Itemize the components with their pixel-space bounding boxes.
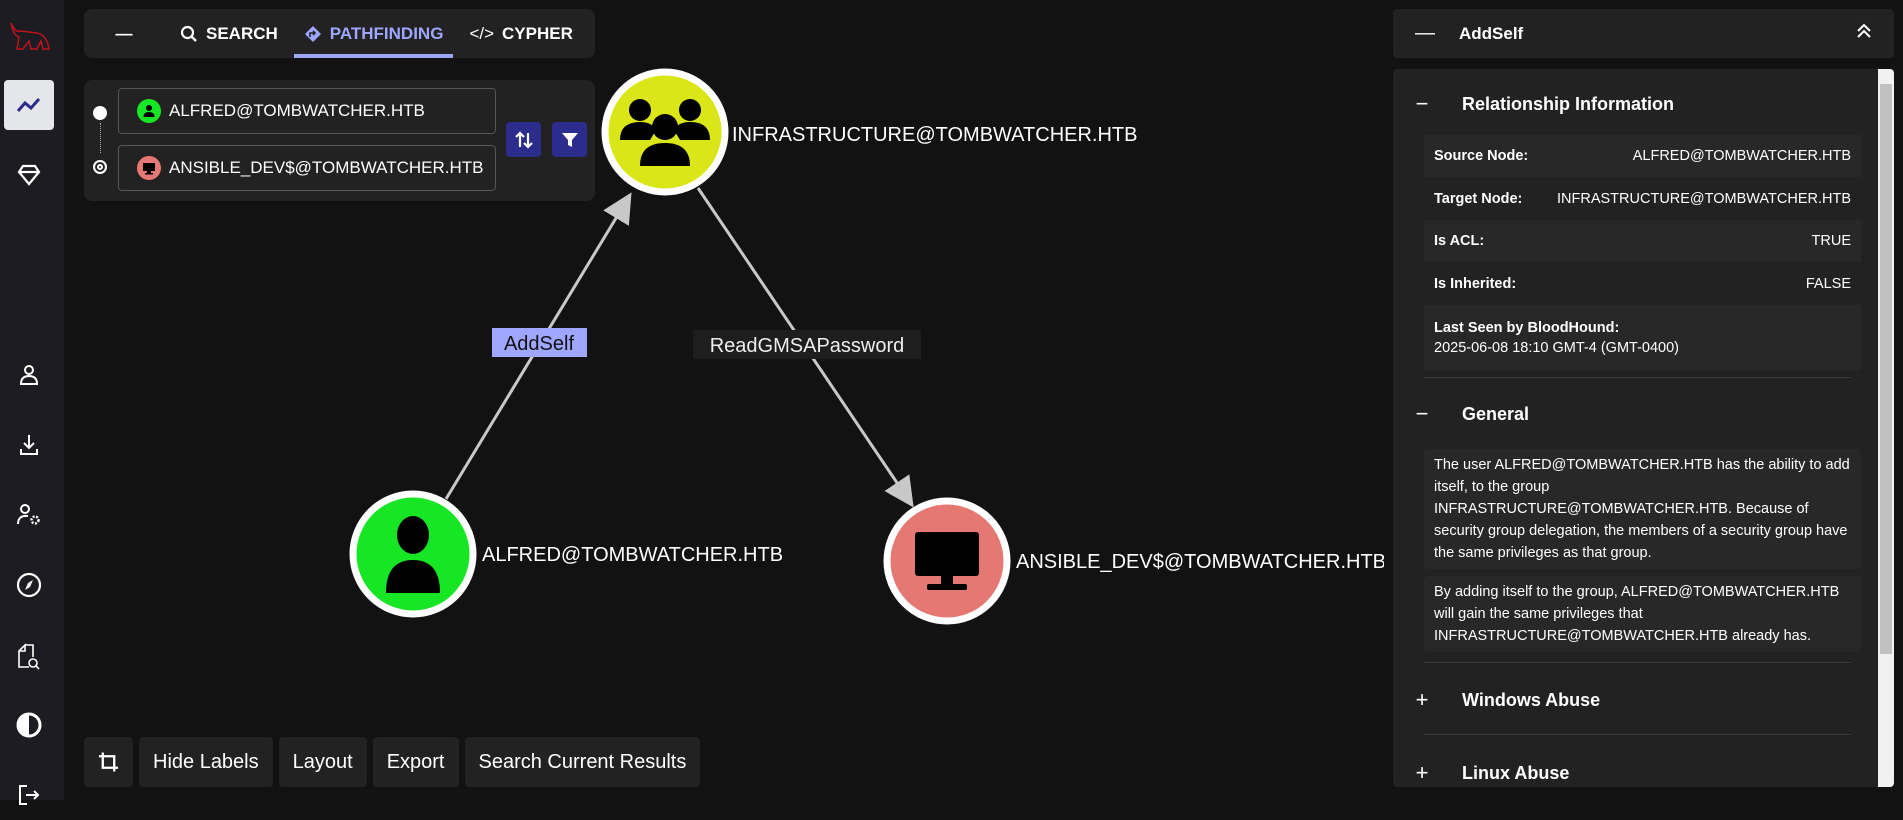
row-label: Last Seen by BloodHound:	[1434, 319, 1620, 336]
user-icon[interactable]	[4, 350, 54, 400]
computer-node-icon	[137, 156, 161, 180]
target-node-input[interactable]: ANSIBLE_DEV$@TOMBWATCHER.HTB	[118, 145, 496, 191]
section-relationship-information[interactable]: − Relationship Information	[1415, 91, 1674, 117]
compass-icon[interactable]	[4, 560, 54, 610]
node-alfred[interactable]: ALFRED@TOMBWATCHER.HTB	[349, 490, 783, 618]
user-settings-icon[interactable]	[4, 490, 54, 540]
divider	[1424, 734, 1851, 735]
explore-icon[interactable]	[4, 80, 54, 130]
tab-pathfinding[interactable]: PATHFINDING	[293, 9, 454, 58]
edge-filter-button[interactable]	[552, 122, 587, 157]
contrast-icon[interactable]	[4, 700, 54, 750]
source-dot-icon	[93, 106, 107, 120]
minus-icon: −	[1415, 91, 1429, 116]
row-value: FALSE	[1805, 275, 1851, 292]
bloodhound-logo	[4, 12, 54, 62]
row-value: ALFRED@TOMBWATCHER.HTB	[1632, 148, 1851, 164]
divider	[1424, 377, 1851, 378]
route-diamond-icon	[304, 25, 321, 42]
general-description: The user ALFRED@TOMBWATCHER.HTB has the …	[1424, 449, 1861, 569]
source-node-input[interactable]: ALFRED@TOMBWATCHER.HTB	[118, 88, 496, 134]
row-label: Is Inherited:	[1434, 275, 1517, 292]
search-current-results-button[interactable]: Search Current Results	[464, 737, 701, 787]
chevrons-up-icon[interactable]	[1856, 23, 1872, 44]
divider	[1424, 662, 1851, 663]
row-label: Target Node:	[1434, 190, 1523, 207]
tab-search-label: SEARCH	[206, 23, 278, 43]
section-title: General	[1462, 403, 1530, 424]
scrollbar-thumb[interactable]	[1880, 84, 1892, 654]
panel-scrollbar[interactable]	[1878, 69, 1894, 787]
row-label: Source Node:	[1434, 148, 1529, 164]
user-node-icon	[137, 99, 161, 123]
sidebar	[0, 0, 64, 805]
row-last-seen: Last Seen by BloodHound: 2025-06-08 18:10…	[1424, 305, 1861, 370]
section-linux-abuse[interactable]: + Linux Abuse	[1415, 760, 1570, 786]
crop-icon	[98, 752, 119, 772]
graph-canvas[interactable]: AddSelf ReadGMSAPassword INFRASTRUCTURE@…	[64, 0, 1384, 800]
pathfinding-panel: ALFRED@TOMBWATCHER.HTB ANSIBLE_DEV$@TOMB…	[84, 80, 595, 201]
node-label: ALFRED@TOMBWATCHER.HTB	[482, 544, 783, 566]
tab-pathfinding-label: PATHFINDING	[329, 23, 444, 43]
swap-icon	[514, 130, 533, 149]
node-label: INFRASTRUCTURE@TOMBWATCHER.HTB	[732, 124, 1137, 146]
collapse-minus-icon[interactable]: —	[1415, 22, 1435, 44]
edge-label-addself[interactable]: AddSelf	[504, 333, 574, 355]
section-general[interactable]: − General	[1415, 401, 1529, 427]
row-value: 2025-06-08 18:10 GMT-4 (GMT-0400)	[1434, 339, 1680, 356]
edge-readgmsapassword[interactable]: ReadGMSAPassword	[693, 187, 921, 508]
target-node-value: ANSIBLE_DEV$@TOMBWATCHER.HTB	[169, 158, 484, 177]
entity-panel-header: — AddSelf	[1393, 9, 1894, 58]
row-value: TRUE	[1811, 233, 1851, 249]
row-label: Is ACL:	[1434, 233, 1485, 249]
section-title: Relationship Information	[1462, 93, 1675, 114]
node-label: ANSIBLE_DEV$@TOMBWATCHER.HTB	[1016, 551, 1384, 573]
code-icon: </>	[469, 23, 495, 43]
edge-addself[interactable]: AddSelf	[444, 192, 632, 500]
row-is-inherited: Is Inherited: FALSE	[1424, 262, 1861, 305]
section-windows-abuse[interactable]: + Windows Abuse	[1415, 687, 1601, 713]
user-icon	[386, 516, 440, 593]
tab-search[interactable]: SEARCH	[170, 9, 288, 58]
hide-labels-button[interactable]: Hide Labels	[139, 737, 273, 787]
edge-label-readgmsapassword[interactable]: ReadGMSAPassword	[710, 335, 905, 357]
filter-icon	[561, 132, 578, 147]
general-impact: By adding itself to the group, ALFRED@TO…	[1424, 576, 1861, 652]
entity-panel-body: − Relationship Information Source Node: AL…	[1393, 69, 1894, 787]
export-button[interactable]: Export	[372, 737, 459, 787]
swap-nodes-button[interactable]	[506, 122, 541, 157]
row-is-acl: Is ACL: TRUE	[1424, 220, 1861, 262]
panel-title: AddSelf	[1459, 23, 1524, 43]
layout-button[interactable]: Layout	[278, 737, 367, 787]
group-icon	[620, 99, 710, 166]
edge-label-bg	[693, 330, 921, 359]
graph-controls: Hide Labels Layout Export Search Current…	[84, 737, 701, 787]
plus-icon: +	[1415, 687, 1429, 712]
path-connector	[100, 123, 101, 153]
explore-tabs: — SEARCH PATHFINDING </> CYPHER	[84, 9, 595, 58]
source-node-value: ALFRED@TOMBWATCHER.HTB	[169, 101, 425, 120]
collapse-button[interactable]: —	[94, 9, 154, 58]
section-title: Windows Abuse	[1462, 689, 1601, 710]
file-search-icon[interactable]	[4, 632, 54, 682]
row-target-node: Target Node: INFRASTRUCTURE@TOMBWATCHER.H…	[1424, 177, 1861, 220]
tab-cypher[interactable]: </> CYPHER	[459, 9, 582, 58]
logout-icon[interactable]	[4, 770, 54, 820]
search-icon	[180, 25, 197, 42]
row-value: INFRASTRUCTURE@TOMBWATCHER.HTB	[1557, 190, 1851, 207]
tab-cypher-label: CYPHER	[502, 23, 573, 43]
download-icon[interactable]	[4, 420, 54, 470]
crop-button[interactable]	[84, 737, 133, 787]
section-title: Linux Abuse	[1462, 762, 1570, 783]
node-infrastructure[interactable]: INFRASTRUCTURE@TOMBWATCHER.HTB	[601, 68, 1137, 196]
node-ansible-dev[interactable]: ANSIBLE_DEV$@TOMBWATCHER.HTB	[883, 497, 1384, 625]
edge-label-bg	[492, 328, 587, 357]
minus-icon: —	[115, 23, 133, 43]
computer-icon	[915, 532, 979, 590]
row-source-node: Source Node: ALFRED@TOMBWATCHER.HTB	[1424, 135, 1861, 177]
plus-icon: +	[1415, 760, 1429, 785]
target-icon	[93, 160, 107, 174]
minus-icon: −	[1415, 401, 1429, 426]
gem-icon[interactable]	[4, 150, 54, 200]
